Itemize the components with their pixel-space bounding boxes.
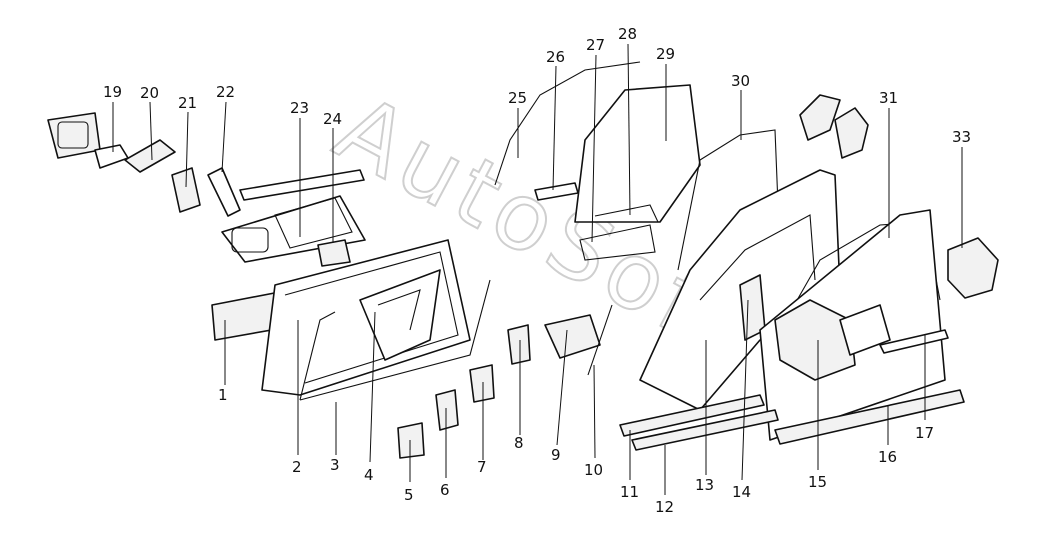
part-switch-panel (47, 112, 101, 159)
part-4-regulator (359, 269, 441, 361)
callout-6: 6 (440, 481, 450, 499)
part-7-striker (469, 364, 495, 403)
callout-19: 19 (103, 83, 122, 101)
callout-30: 30 (731, 72, 750, 90)
callout-26: 26 (546, 48, 565, 66)
part-8-latch (507, 324, 531, 365)
callout-2: 2 (292, 458, 302, 476)
callout-10: 10 (584, 461, 603, 479)
part-6-hinge (435, 389, 459, 431)
callout-3: 3 (330, 456, 340, 474)
callout-labels: 1 2 3 4 5 6 7 8 9 10 11 12 13 14 15 16 1… (103, 25, 971, 516)
callout-15: 15 (808, 473, 827, 491)
callout-17: 17 (915, 424, 934, 442)
callout-20: 20 (140, 84, 159, 102)
part-16-moulding (774, 389, 965, 445)
part-11-strip (619, 394, 765, 437)
callout-27: 27 (586, 36, 605, 54)
callout-23: 23 (290, 99, 309, 117)
callout-21: 21 (178, 94, 197, 112)
part-inner-handle (124, 139, 176, 173)
callout-13: 13 (695, 476, 714, 494)
callout-22: 22 (216, 83, 235, 101)
part-21 (171, 167, 201, 213)
part-9-lock (544, 314, 601, 359)
part-5-hinge (397, 422, 425, 459)
callout-11: 11 (620, 483, 639, 501)
part-22 (207, 167, 241, 217)
part-24-lock (317, 239, 351, 267)
callout-33: 33 (952, 128, 971, 146)
part-drawings (47, 61, 999, 459)
callout-1: 1 (218, 386, 228, 404)
callout-9: 9 (551, 446, 561, 464)
callout-14: 14 (732, 483, 751, 501)
callout-24: 24 (323, 110, 342, 128)
leader-lines (112, 43, 963, 495)
callout-12: 12 (655, 498, 674, 516)
callout-7: 7 (477, 458, 487, 476)
part-15-mirror (774, 299, 856, 381)
callout-4: 4 (364, 466, 374, 484)
callout-5: 5 (404, 486, 414, 504)
part-33-latch (947, 237, 999, 299)
callout-25: 25 (508, 89, 527, 107)
callout-16: 16 (878, 448, 897, 466)
callout-8: 8 (514, 434, 524, 452)
callout-28: 28 (618, 25, 637, 43)
part-2-door-panel (261, 239, 471, 396)
callout-31: 31 (879, 89, 898, 107)
part-12-strip (631, 409, 779, 451)
part-29-glass (574, 84, 701, 223)
callout-29: 29 (656, 45, 675, 63)
